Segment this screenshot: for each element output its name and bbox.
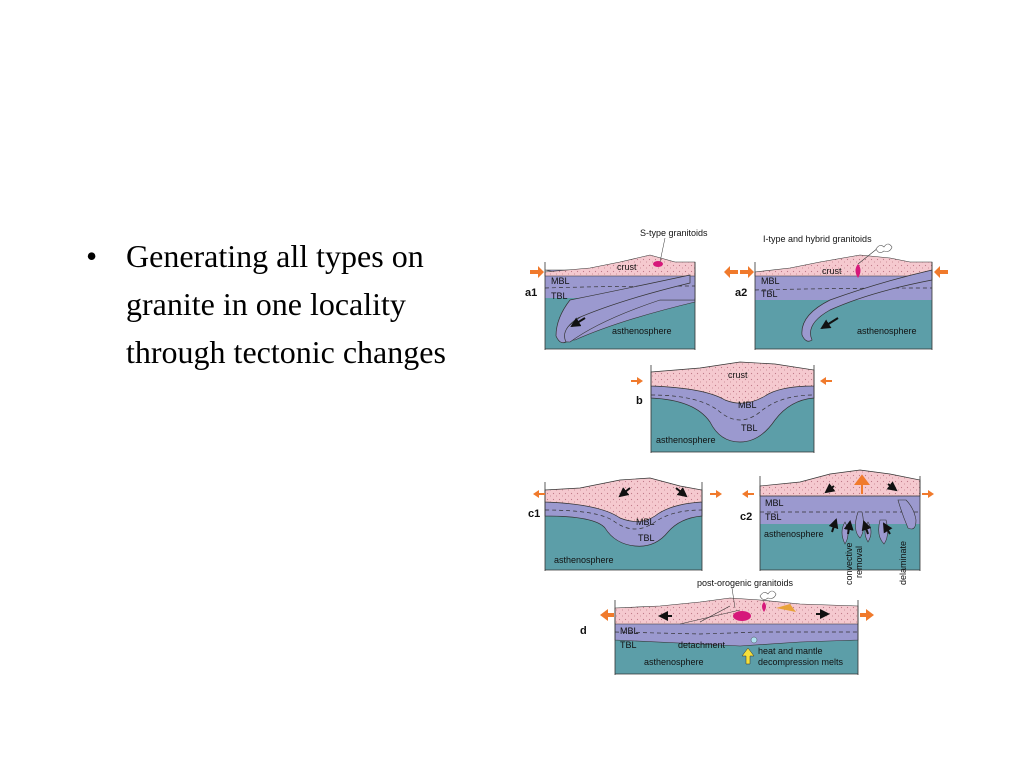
- convergence-arrow-right: [934, 266, 948, 278]
- extension-arrow-right: [860, 609, 874, 621]
- panel-a1: S-type granitoids crust MBL TBL asthenos…: [525, 228, 738, 350]
- i-type-granite: [855, 264, 861, 278]
- compression-arrow-left: [631, 377, 643, 385]
- delaminating-slab: [897, 499, 917, 530]
- d-tbl-label: TBL: [620, 640, 637, 650]
- heat-arrow-icon: [741, 647, 755, 665]
- panel-label-a2: a2: [735, 287, 747, 299]
- uplift-arrow: [854, 474, 870, 494]
- basin-fill: [776, 604, 796, 612]
- c2-mbl-label: MBL: [765, 498, 784, 508]
- a2-title: I-type and hybrid granitoids: [763, 234, 872, 244]
- a1-asthenosphere-label: asthenosphere: [612, 326, 672, 336]
- crust-layer: [544, 254, 696, 277]
- bullet-item: • Generating all types on granite in one…: [86, 232, 466, 376]
- d-title: post-orogenic granitoids: [697, 578, 794, 588]
- c2-convective-label: convective: [844, 542, 854, 585]
- b-tbl-label: TBL: [741, 423, 758, 433]
- panel-label-c2: c2: [740, 511, 752, 523]
- crust-layer: [759, 469, 921, 497]
- c2-delaminate-label: delaminate: [898, 541, 908, 585]
- panel-b: crust MBL TBL asthenosphere b: [631, 361, 832, 453]
- a1-tbl-label: TBL: [551, 291, 568, 301]
- panel-a2: I-type and hybrid granitoids crust MBL T…: [735, 234, 948, 350]
- crust-layer: [650, 361, 815, 404]
- d-heat-label: heat and mantle: [758, 646, 823, 656]
- a1-mbl-label: MBL: [551, 276, 570, 286]
- a1-crust-label: crust: [617, 262, 637, 272]
- panel-c2: MBL TBL asthenosphere convective removal…: [740, 469, 934, 585]
- a2-mbl-label: MBL: [761, 276, 780, 286]
- a1-title: S-type granitoids: [640, 228, 708, 238]
- volcanic-plume-icon: [759, 590, 777, 600]
- subduction-arrow: [570, 317, 586, 328]
- a2-crust-label: crust: [822, 266, 842, 276]
- crust-layer: [754, 254, 933, 277]
- subduction-arrow: [820, 317, 839, 330]
- d-mbl-label: MBL: [620, 626, 639, 636]
- panel-label-a1: a1: [525, 287, 537, 299]
- c2-removal-label: removal: [854, 546, 864, 578]
- b-asthenosphere-label: asthenosphere: [656, 435, 716, 445]
- compression-arrow-right: [820, 377, 832, 385]
- volcanic-plume-icon: [875, 243, 893, 253]
- s-type-granite: [653, 261, 663, 267]
- panel-c1: MBL TBL asthenosphere c1: [528, 477, 722, 571]
- b-mbl-label: MBL: [738, 400, 757, 410]
- panel-label-c1: c1: [528, 508, 540, 520]
- convergence-arrow-right: [724, 266, 738, 278]
- c1-mbl-label: MBL: [636, 517, 655, 527]
- convergence-arrow-left: [530, 266, 544, 278]
- c2-asthenosphere-label: asthenosphere: [764, 529, 824, 539]
- a2-tbl-label: TBL: [761, 289, 778, 299]
- extension-arrow-left: [533, 490, 545, 498]
- panel-label-d: d: [580, 625, 587, 637]
- extension-arrow-left: [600, 609, 614, 621]
- bullet-list: • Generating all types on granite in one…: [86, 232, 466, 376]
- convergence-arrow-left: [740, 266, 754, 278]
- c2-tbl-label: TBL: [765, 512, 782, 522]
- b-crust-label: crust: [728, 370, 748, 380]
- lid-layer: [544, 499, 703, 547]
- panel-label-b: b: [636, 395, 643, 407]
- c1-tbl-label: TBL: [638, 533, 655, 543]
- thickened-lid: [650, 383, 815, 443]
- extension-arrow-right: [922, 490, 934, 498]
- d-asthenosphere-label: asthenosphere: [644, 657, 704, 667]
- extension-arrow-left: [742, 490, 754, 498]
- c1-asthenosphere-label: asthenosphere: [554, 555, 614, 565]
- a2-asthenosphere-label: asthenosphere: [857, 326, 917, 336]
- post-orogenic-granite: [733, 611, 751, 621]
- panel-d: post-orogenic granitoids MBL TBL astheno…: [580, 578, 874, 675]
- d-decompression-label: decompression melts: [758, 657, 844, 667]
- d-detachment-label: detachment: [678, 640, 726, 650]
- bullet-text: Generating all types on granite in one l…: [126, 238, 446, 370]
- bullet-dot: •: [86, 238, 98, 274]
- extension-arrow-right: [710, 490, 722, 498]
